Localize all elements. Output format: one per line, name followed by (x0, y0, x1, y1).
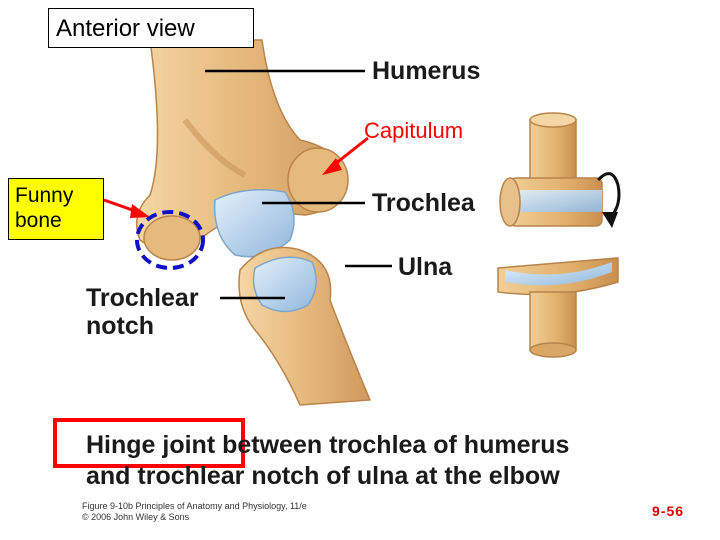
caption-line-2: and trochlear notch of ulna at the elbow (86, 462, 560, 490)
funny-bone-label: Funny bone (15, 184, 74, 232)
credit-line-1: Figure 9-10b Principles of Anatomy and P… (82, 501, 307, 511)
hinge-cylinder-cartilage (510, 190, 602, 212)
funny-bone-dashed-circle (135, 210, 205, 270)
capitulum-arrow-head (322, 158, 342, 175)
page-number: 9-56 (652, 503, 685, 519)
trochlear-notch-cartilage (252, 256, 317, 313)
hinge-upper-top (529, 112, 577, 128)
rotation-arrow-head (602, 212, 618, 228)
funny-bone-arrow-head (130, 204, 150, 218)
trochlear-notch-label: Trochlear notch (86, 284, 199, 340)
trochlea-cartilage (213, 189, 295, 258)
credit-line-2: © 2006 John Wiley & Sons (82, 512, 190, 522)
humerus-label: Humerus (372, 57, 481, 85)
figure-credit: Figure 9-10b Principles of Anatomy and P… (82, 501, 307, 523)
hinge-cylinder-end (499, 177, 521, 227)
hinge-lower-bottom (529, 342, 577, 358)
caption: Hinge joint between trochlea of humerus … (86, 430, 569, 492)
humerus-groove (182, 118, 247, 178)
hinge-trough-cartilage (505, 262, 612, 286)
trochlea-label: Trochlea (372, 189, 475, 217)
view-label-box: Anterior view (48, 8, 254, 48)
hinge-joint-highlight-box (53, 418, 245, 468)
hinge-lower-shaft (529, 291, 577, 351)
hinge-upper-shaft (529, 119, 577, 181)
rotation-arrow (596, 172, 621, 220)
medial-epicondyle-shape (143, 215, 201, 261)
view-label: Anterior view (56, 15, 195, 42)
funny-bone-box: Funny bone (8, 178, 104, 240)
capitulum-label: Capitulum (364, 118, 464, 143)
ulna-label: Ulna (398, 253, 453, 281)
caption-line-1: Hinge joint between trochlea of humerus (86, 431, 570, 459)
